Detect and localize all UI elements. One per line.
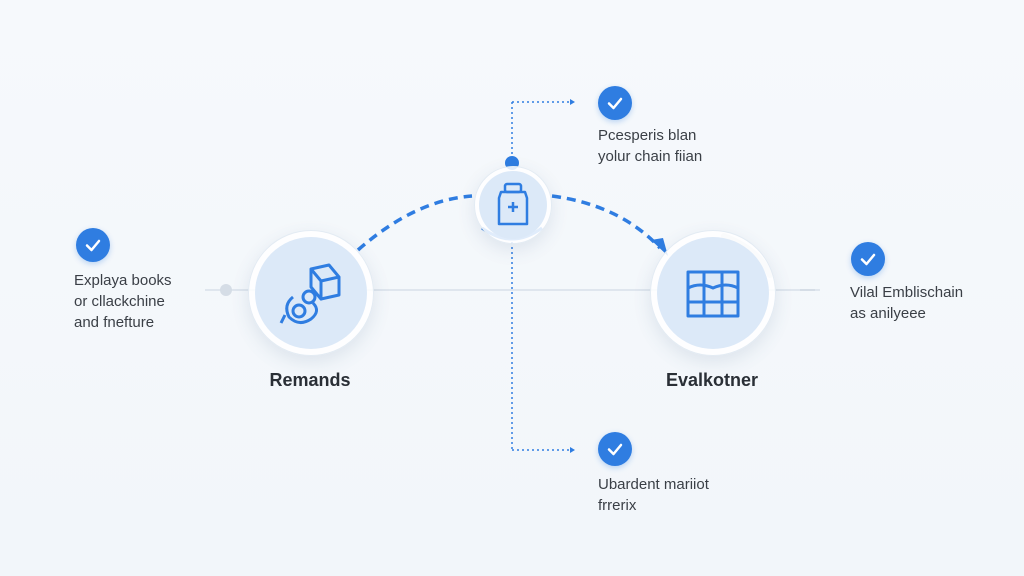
left-node-fill [255, 237, 367, 349]
center-node-fill [479, 171, 547, 239]
dashed-arc-right [551, 194, 662, 250]
top-note: Pcesperis blan yolur chain fiian [598, 125, 702, 167]
left-node-label: Remands [269, 370, 351, 390]
right-note-line-1: Vilal Emblischain [850, 284, 964, 301]
axis-end-dot-left [220, 284, 232, 296]
center-node[interactable] [474, 166, 552, 244]
bottom-branch-arrow [570, 447, 575, 453]
bottom-note-line-1: Ubardent mariiot [598, 476, 709, 493]
top-branch-arrow [570, 99, 575, 105]
bottom-note-line-2: frrerix [598, 497, 637, 514]
check-circle-icon [851, 242, 885, 276]
cubes-chain-icon [279, 263, 341, 324]
right-node-label: Evalkotner [665, 370, 759, 390]
medical-bottle-icon [497, 182, 529, 226]
right-node-fill [657, 237, 769, 349]
check-circle-icon [598, 432, 632, 466]
left-note-line-1: Explaya books [74, 272, 172, 289]
right-note-line-2: as anilyeee [850, 305, 926, 322]
right-note: Vilal Emblischain as anilyeee [850, 282, 963, 324]
bottom-note: Ubardent mariiot frrerix [598, 474, 709, 516]
check-circle-icon [76, 228, 110, 262]
dashed-arc-left [356, 194, 473, 252]
top-note-line-2: yolur chain fiian [598, 148, 703, 165]
check-circle-icon [598, 86, 632, 120]
left-note: Explaya books or cllackchine and fneftur… [74, 270, 172, 333]
left-note-line-3: and fnefture [74, 314, 155, 331]
box-grid-icon [686, 270, 740, 318]
right-node[interactable] [650, 230, 776, 356]
top-note-line-1: Pcesperis blan [598, 127, 697, 144]
left-node[interactable] [248, 230, 374, 356]
left-note-line-2: or cllackchine [74, 293, 165, 310]
